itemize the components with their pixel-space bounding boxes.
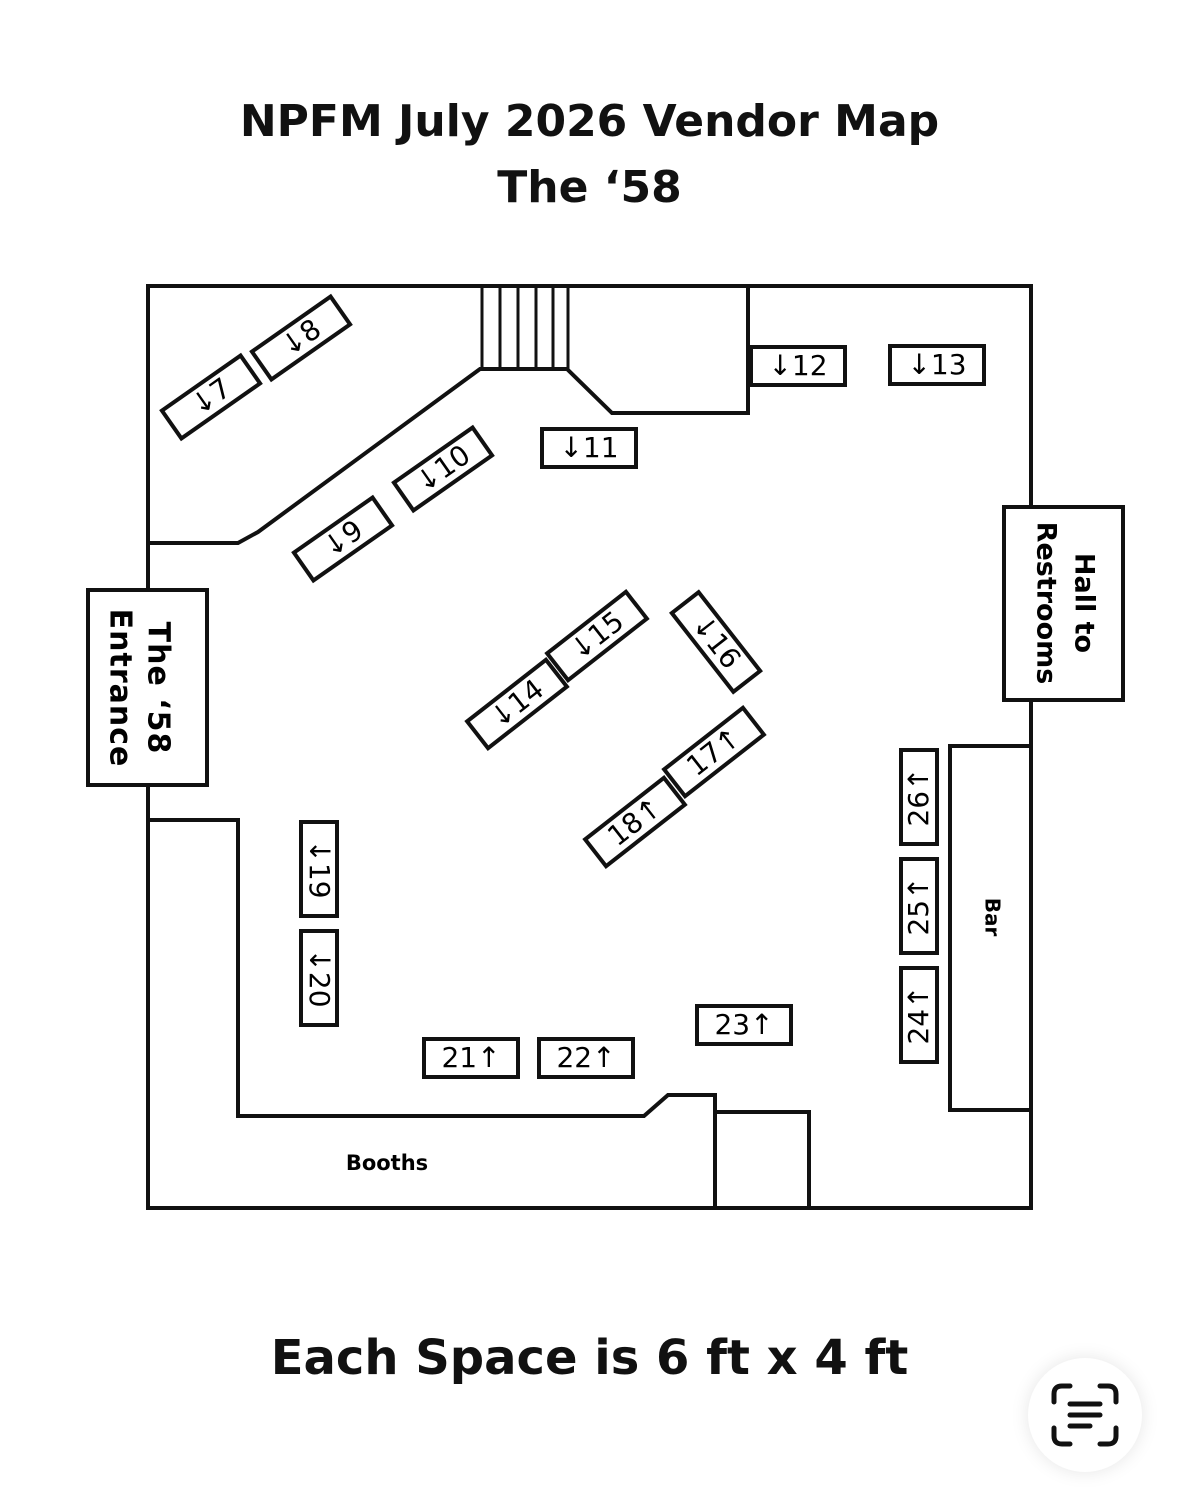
vendor-space-26[interactable]: 26↑ <box>899 748 939 846</box>
vendor-space-20[interactable]: ↓20 <box>299 929 339 1027</box>
vendor-space-15[interactable]: ↓15 <box>544 589 650 683</box>
space-label: ↓12 <box>768 349 827 382</box>
vendor-space-14[interactable]: ↓14 <box>464 657 570 751</box>
vendor-space-9[interactable]: ↓9 <box>291 494 395 584</box>
vendor-space-8[interactable]: ↓8 <box>249 293 353 383</box>
booths-label: Booths <box>346 1151 428 1175</box>
space-label: 21↑ <box>441 1041 500 1074</box>
outer-wall-right <box>146 700 1033 1210</box>
space-label: 22↑ <box>556 1041 615 1074</box>
map-subtitle: The ‘58 <box>497 162 682 213</box>
vendor-space-12[interactable]: ↓12 <box>749 345 847 387</box>
vendor-space-19[interactable]: ↓19 <box>299 820 339 918</box>
entrance-box <box>86 588 209 787</box>
bar-counter <box>948 744 1033 1112</box>
restrooms-label-line2: Restrooms <box>1031 522 1062 685</box>
text-scan-button[interactable] <box>1028 1358 1142 1472</box>
stair-platform <box>148 286 750 545</box>
space-label: 25↑ <box>902 876 935 935</box>
space-label: 23↑ <box>714 1008 773 1041</box>
space-label: ↓19 <box>303 839 336 898</box>
vendor-space-13[interactable]: ↓13 <box>888 344 986 386</box>
entrance-label-line1: The ‘58 <box>141 622 176 755</box>
outer-wall <box>146 284 1033 590</box>
restrooms-label-line1: Hall to <box>1069 553 1100 653</box>
space-label: 24↑ <box>902 985 935 1044</box>
vendor-space-11[interactable]: ↓11 <box>540 427 638 469</box>
vendor-space-24[interactable]: 24↑ <box>899 966 939 1064</box>
vendor-space-18[interactable]: 18↑ <box>582 775 688 869</box>
space-label: ↓20 <box>303 948 336 1007</box>
vendor-space-21[interactable]: 21↑ <box>422 1037 520 1079</box>
vendor-space-23[interactable]: 23↑ <box>695 1004 793 1046</box>
space-label: ↓11 <box>559 431 618 464</box>
vendor-space-22[interactable]: 22↑ <box>537 1037 635 1079</box>
vendor-space-10[interactable]: ↓10 <box>391 424 495 514</box>
space-label: 26↑ <box>902 767 935 826</box>
entrance-label-line2: Entrance <box>103 609 138 768</box>
bar-label: Bar <box>981 898 1005 937</box>
space-label: ↓13 <box>907 348 966 381</box>
restrooms-box <box>1002 505 1125 702</box>
vendor-space-7[interactable]: ↓7 <box>159 352 263 442</box>
text-scan-icon <box>1051 1383 1119 1447</box>
map-title: NPFM July 2026 Vendor Map <box>239 96 940 147</box>
vendor-space-17[interactable]: 17↑ <box>661 705 767 799</box>
booths-wall <box>148 818 717 1208</box>
vendor-space-25[interactable]: 25↑ <box>899 857 939 955</box>
space-size-note: Each Space is 6 ft x 4 ft <box>270 1330 909 1386</box>
side-room <box>715 1110 811 1208</box>
vendor-space-16[interactable]: ↓16 <box>669 589 763 695</box>
